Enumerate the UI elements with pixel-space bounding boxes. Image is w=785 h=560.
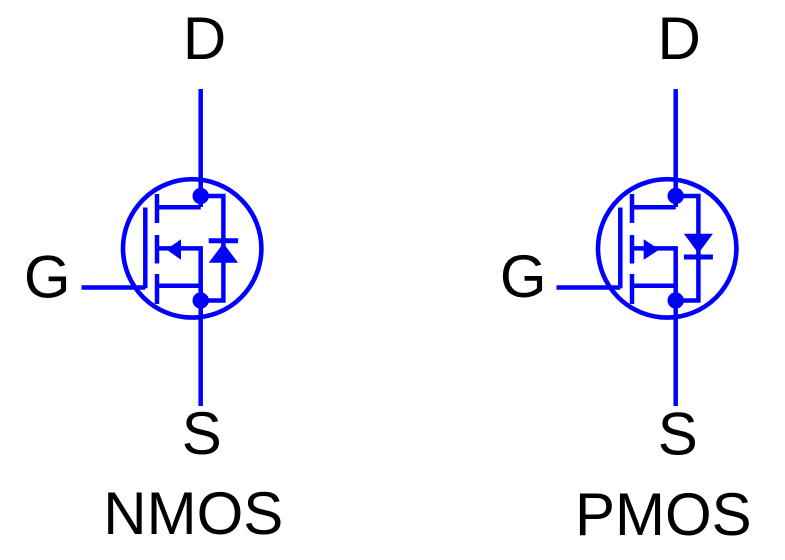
- svg-text:PMOS: PMOS: [575, 481, 752, 548]
- svg-text:G: G: [24, 244, 71, 311]
- svg-text:S: S: [658, 400, 698, 467]
- svg-text:D: D: [658, 5, 701, 72]
- svg-text:NMOS: NMOS: [103, 480, 283, 547]
- svg-text:D: D: [183, 5, 226, 72]
- svg-text:G: G: [500, 243, 547, 310]
- svg-text:S: S: [182, 400, 222, 467]
